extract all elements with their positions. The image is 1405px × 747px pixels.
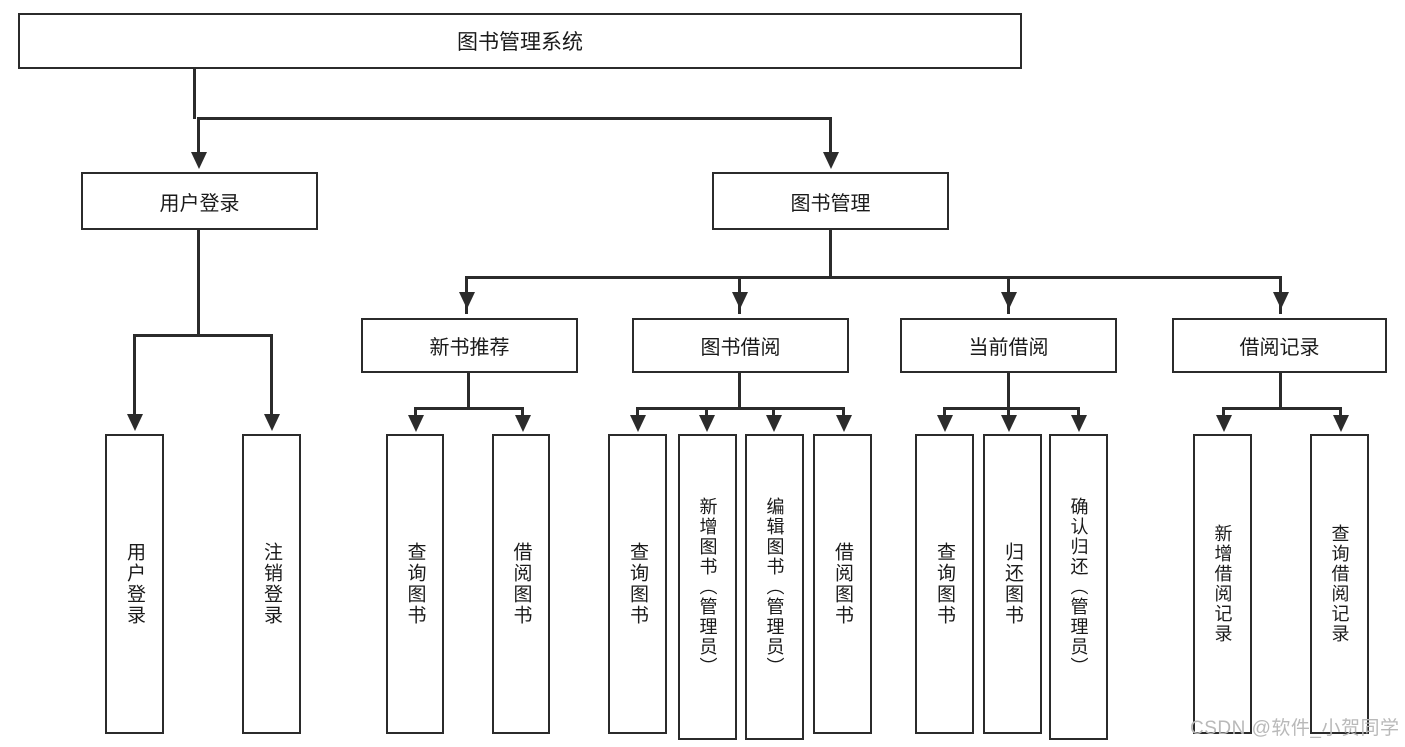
connector-new-book-stem [467,373,470,410]
node-label: 新增图书（管理员） [697,497,718,677]
arrow-book-borrow-leaf1 [630,415,646,432]
leaf-new-book-query[interactable]: 查询图书 [386,434,444,734]
arrow-current-borrow-leaf2 [1001,415,1017,432]
connector-new-book-leaf1 [414,407,417,420]
connector-book-mgmt-stem [829,230,832,278]
arrow-book-borrow-leaf4 [836,415,852,432]
node-label: 查询借阅记录 [1329,524,1350,644]
connector-user-login-stem [197,230,200,336]
connector-book-borrow-leaf3 [772,407,775,420]
leaf-book-borrow-add[interactable]: 新增图书（管理员） [678,434,737,740]
connector-root-to-book-mgmt [829,117,832,155]
connector-new-book-leaf2 [521,407,524,420]
arrow-to-current-borrow [1001,292,1017,309]
node-label: 新书推荐 [429,337,510,359]
node-book-management[interactable]: 图书管理 [712,172,949,230]
node-label: 用户登录 [124,542,145,626]
connector-book-mgmt-bar [465,276,1282,279]
node-label: 当前借阅 [968,337,1049,359]
node-label: 图书借阅 [700,337,781,359]
node-label: 查询图书 [934,542,955,626]
connector-current-borrow-bar [943,407,1080,410]
arrow-to-borrow-record [1273,292,1289,309]
node-label: 确认归还（管理员） [1068,497,1089,677]
leaf-current-borrow-return[interactable]: 归还图书 [983,434,1042,734]
leaf-book-borrow-query[interactable]: 查询图书 [608,434,667,734]
arrow-current-borrow-leaf3 [1071,415,1087,432]
connector-current-borrow-leaf2 [1007,407,1010,420]
node-label: 借阅图书 [510,542,532,626]
node-current-borrow[interactable]: 当前借阅 [900,318,1117,373]
leaf-borrow-record-query[interactable]: 查询借阅记录 [1310,434,1369,734]
node-label: 查询图书 [404,542,426,626]
arrow-root-to-book-mgmt [823,152,839,169]
watermark-text: CSDN @软件_小贺同学 [1190,718,1400,739]
node-label: 借阅记录 [1239,337,1320,359]
arrow-new-book-leaf1 [408,415,424,432]
node-root-system[interactable]: 图书管理系统 [18,13,1022,69]
connector-root-bar [197,117,832,120]
node-user-login[interactable]: 用户登录 [81,172,318,230]
connector-borrow-record-leaf2 [1339,407,1342,420]
node-label: 图书管理系统 [457,31,583,54]
connector-user-login-bar [133,334,273,337]
connector-book-borrow-stem [738,373,741,410]
arrow-user-login-leaf2 [264,414,280,431]
node-label: 借阅图书 [832,542,853,626]
arrow-root-to-user-login [191,152,207,169]
leaf-book-borrow-edit[interactable]: 编辑图书（管理员） [745,434,804,740]
arrow-user-login-leaf1 [127,414,143,431]
connector-book-borrow-leaf2 [705,407,708,420]
node-label: 图书管理 [790,192,871,215]
node-book-borrow[interactable]: 图书借阅 [632,318,849,373]
connector-book-borrow-leaf1 [636,407,639,420]
leaf-current-borrow-query[interactable]: 查询图书 [915,434,974,734]
leaf-user-login-login[interactable]: 用户登录 [105,434,164,734]
arrow-new-book-leaf2 [515,415,531,432]
arrow-borrow-record-leaf2 [1333,415,1349,432]
node-label: 新增借阅记录 [1212,524,1233,644]
node-borrow-record[interactable]: 借阅记录 [1172,318,1387,373]
connector-current-borrow-leaf3 [1077,407,1080,420]
arrow-to-book-borrow [732,292,748,309]
leaf-new-book-borrow[interactable]: 借阅图书 [492,434,550,734]
connector-borrow-record-bar [1222,407,1342,410]
connector-current-borrow-stem [1007,373,1010,410]
node-label: 用户登录 [159,192,240,215]
leaf-borrow-record-add[interactable]: 新增借阅记录 [1193,434,1252,734]
connector-root-to-user-login [197,117,200,155]
connector-new-book-bar [414,407,524,410]
arrow-to-new-book [459,292,475,309]
connector-user-login-leaf1 [133,334,136,416]
node-label: 编辑图书（管理员） [764,497,785,677]
node-new-book-recommend[interactable]: 新书推荐 [361,318,578,373]
connector-borrow-record-leaf1 [1222,407,1225,420]
node-label: 归还图书 [1002,542,1023,626]
leaf-user-login-logout[interactable]: 注销登录 [242,434,301,734]
connector-user-login-leaf2 [270,334,273,416]
connector-book-borrow-bar [636,407,845,410]
arrow-book-borrow-leaf3 [766,415,782,432]
connector-borrow-record-stem [1279,373,1282,410]
node-label: 查询图书 [627,542,648,626]
connector-root-stem [193,69,196,119]
arrow-borrow-record-leaf1 [1216,415,1232,432]
connector-current-borrow-leaf1 [943,407,946,420]
arrow-book-borrow-leaf2 [699,415,715,432]
arrow-current-borrow-leaf1 [937,415,953,432]
node-label: 注销登录 [261,542,282,626]
leaf-current-borrow-confirm[interactable]: 确认归还（管理员） [1049,434,1108,740]
connector-book-borrow-leaf4 [842,407,845,420]
leaf-book-borrow-borrow[interactable]: 借阅图书 [813,434,872,734]
